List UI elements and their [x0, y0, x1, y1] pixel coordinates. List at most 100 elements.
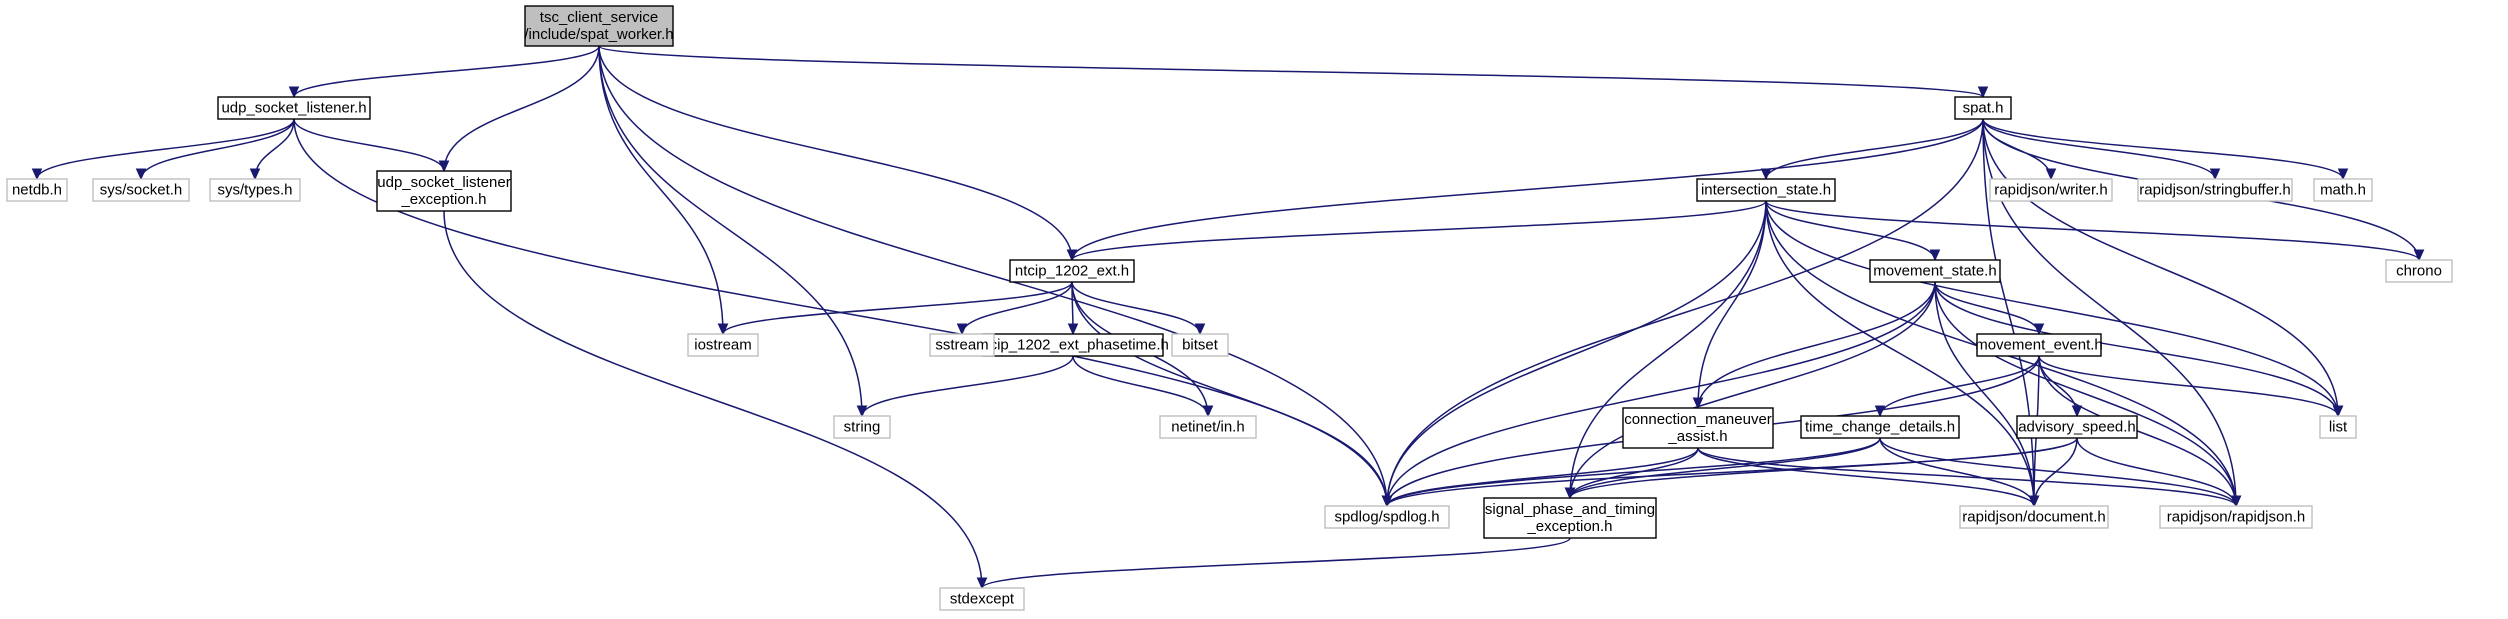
edge-movement_state-to-rapidjson_rapidjson	[1934, 281, 2237, 507]
edge-time_change_details-to-rapidjson_rapidjson	[1879, 437, 2237, 507]
node-list: list	[2319, 415, 2357, 439]
edge-spat_worker-to-udp_socket_listener	[293, 45, 600, 98]
node-label-ntcip_1202_ext_phasetime-0: ntcip_1202_ext_phasetime.h	[977, 337, 1169, 354]
edge-intersection_state-to-list	[1765, 200, 2339, 417]
node-label-spdlog-0: spdlog/spdlog.h	[1334, 509, 1439, 526]
node-box-movement_event	[1976, 333, 2102, 357]
node-sys_types: sys/types.h	[209, 178, 301, 202]
arrowhead-spat_worker-to-udp_socket_listener	[288, 86, 300, 99]
arrowhead-intersection_state-to-movement_state	[1929, 249, 1941, 262]
arrowhead-udp_socket_listener-to-netdb	[31, 168, 43, 181]
node-label-movement_state-0: movement_state.h	[1873, 263, 1996, 280]
arrowhead-udp_socket_listener-to-sys_types	[249, 168, 261, 181]
arrowhead-ntcip_1202_ext-to-bitset	[1194, 323, 1206, 336]
node-movement_state[interactable]: movement_state.h	[1869, 259, 2001, 283]
nodes-layer: tsc_client_service/include/spat_worker.h…	[6, 5, 2453, 611]
node-label-bitset-0: bitset	[1182, 337, 1219, 354]
arrowhead-advisory_speed-to-signal_phase_and_timing_exception	[1564, 487, 1576, 500]
node-box-ntcip_1202_ext	[1009, 259, 1135, 283]
edge-movement_state-to-spdlog	[1386, 281, 1936, 507]
edge-ntcip_1202_ext-to-bitset	[1071, 281, 1201, 335]
node-box-connection_maneuver_assist	[1622, 407, 1774, 449]
node-label-math-0: math.h	[2320, 182, 2366, 199]
node-box-chrono	[2385, 259, 2453, 283]
arrowhead-spat_worker-to-spat	[1977, 86, 1989, 99]
edge-ntcip_1202_ext_phasetime-to-string	[861, 355, 1074, 417]
arrowhead-ntcip_1202_ext-to-iostream	[717, 323, 729, 336]
edge-connection_maneuver_assist-to-spdlog	[1386, 447, 1699, 507]
edge-ntcip_1202_ext-to-sstream	[961, 281, 1073, 335]
node-udp_socket_listener_exception[interactable]: udp_socket_listener_exception.h	[376, 170, 512, 212]
node-label-netinet_in-0: netinet/in.h	[1171, 419, 1244, 436]
edge-movement_event-to-time_change_details	[1879, 355, 2040, 417]
edge-intersection_state-to-rapidjson_document	[1765, 200, 2035, 507]
node-box-iostream	[687, 333, 759, 357]
node-ntcip_1202_ext_phasetime[interactable]: ntcip_1202_ext_phasetime.h	[977, 333, 1169, 357]
node-spat[interactable]: spat.h	[1954, 96, 2012, 120]
edge-spat-to-rapidjson_document	[1982, 118, 2035, 507]
node-label-sstream-0: sstream	[935, 337, 988, 354]
node-box-bitset	[1171, 333, 1229, 357]
node-label-stdexcept-0: stdexcept	[950, 591, 1015, 608]
edge-movement_state-to-signal_phase_and_timing_exception	[1569, 281, 1936, 499]
node-label-rapidjson_document-0: rapidjson/document.h	[1962, 509, 2105, 526]
edge-intersection_state-to-ntcip_1202_ext	[1071, 200, 1767, 261]
edge-movement_state-to-rapidjson_document	[1934, 281, 2035, 507]
edge-spat-to-spdlog	[1386, 118, 1984, 507]
node-bitset: bitset	[1171, 333, 1229, 357]
node-netinet_in: netinet/in.h	[1159, 415, 1257, 439]
node-box-spdlog	[1324, 505, 1450, 529]
edge-time_change_details-to-rapidjson_document	[1879, 437, 2035, 507]
arrowhead-signal_phase_and_timing_exception-to-stdexcept	[976, 577, 988, 590]
node-label-udp_socket_listener_exception-0: udp_socket_listener	[377, 174, 510, 191]
edge-ntcip_1202_ext-to-iostream	[722, 281, 1073, 335]
node-box-intersection_state	[1696, 178, 1836, 202]
edge-movement_state-to-list	[1934, 281, 2339, 417]
edge-spat-to-ntcip_1202_ext	[1071, 118, 1984, 261]
arrowhead-advisory_speed-to-spdlog	[1381, 495, 1393, 508]
edge-udp_socket_listener-to-netdb	[36, 118, 295, 180]
node-label-connection_maneuver_assist-0: connection_maneuver	[1624, 411, 1772, 428]
edge-intersection_state-to-signal_phase_and_timing_exception	[1569, 200, 1767, 499]
arrowhead-spat-to-intersection_state	[1760, 168, 1772, 181]
edge-ntcip_1202_ext_phasetime-to-netinet_in	[1072, 355, 1209, 417]
node-iostream: iostream	[687, 333, 759, 357]
arrowhead-ntcip_1202_ext-to-ntcip_1202_ext_phasetime	[1067, 323, 1079, 336]
arrowhead-udp_socket_listener-to-sys_socket	[135, 168, 147, 181]
node-label-sys_types-0: sys/types.h	[217, 182, 292, 199]
node-movement_event[interactable]: movement_event.h	[1975, 333, 2103, 357]
node-label-netdb-0: netdb.h	[12, 182, 62, 199]
arrowhead-spat-to-rapidjson_writer	[2045, 168, 2057, 181]
node-signal_phase_and_timing_exception[interactable]: signal_phase_and_timing_exception.h	[1483, 497, 1657, 539]
node-label-rapidjson_writer-0: rapidjson/writer.h	[1994, 182, 2107, 199]
arrowhead-movement_event-to-advisory_speed	[2071, 405, 2083, 418]
arrowhead-ntcip_1202_ext_phasetime-to-string	[856, 405, 868, 418]
node-label-spat_worker-1: /include/spat_worker.h	[524, 26, 673, 43]
node-advisory_speed[interactable]: advisory_speed.h	[2016, 415, 2138, 439]
node-label-sys_socket-0: sys/socket.h	[100, 182, 183, 199]
node-box-signal_phase_and_timing_exception	[1483, 497, 1657, 539]
node-math: math.h	[2313, 178, 2373, 202]
node-box-netdb	[6, 178, 68, 202]
edge-spat_worker-to-spdlog	[598, 45, 1388, 507]
node-udp_socket_listener[interactable]: udp_socket_listener.h	[217, 96, 371, 120]
node-intersection_state[interactable]: intersection_state.h	[1696, 178, 1836, 202]
node-string: string	[833, 415, 891, 439]
arrowhead-advisory_speed-to-rapidjson_document	[2028, 495, 2040, 508]
node-box-rapidjson_document	[1959, 505, 2109, 529]
arrowhead-intersection_state-to-ntcip_1202_ext	[1066, 249, 1078, 262]
node-time_change_details[interactable]: time_change_details.h	[1800, 415, 1960, 439]
edge-time_change_details-to-spdlog	[1386, 437, 1881, 507]
edge-spat-to-math	[1982, 118, 2344, 180]
node-stdexcept: stdexcept	[939, 587, 1025, 611]
node-box-movement_state	[1869, 259, 2001, 283]
node-ntcip_1202_ext[interactable]: ntcip_1202_ext.h	[1009, 259, 1135, 283]
node-spat_worker[interactable]: tsc_client_service/include/spat_worker.h	[524, 5, 674, 47]
edge-intersection_state-to-movement_state	[1765, 200, 1936, 261]
node-connection_maneuver_assist[interactable]: connection_maneuver_assist.h	[1622, 407, 1774, 449]
node-box-sstream	[929, 333, 995, 357]
arrowhead-spat-to-rapidjson_stringbuffer	[2209, 168, 2221, 181]
arrowhead-udp_socket_listener-to-udp_socket_listener_exception	[438, 160, 450, 173]
node-label-advisory_speed-0: advisory_speed.h	[2018, 419, 2136, 436]
node-label-connection_maneuver_assist-1: _assist.h	[1667, 428, 1727, 445]
